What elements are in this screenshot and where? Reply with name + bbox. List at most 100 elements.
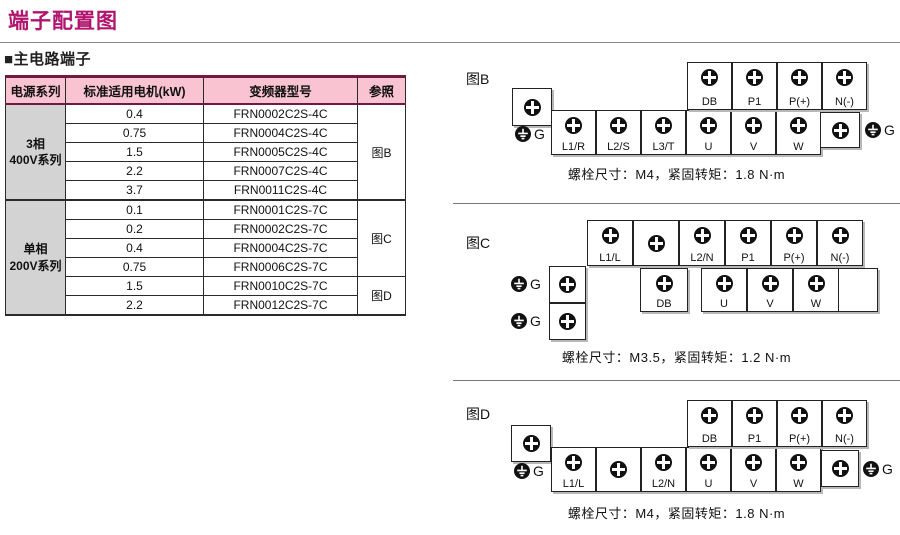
- bolt-spec-note: 螺栓尺寸：M3.5，紧固转矩：1.2 N·m: [561, 350, 792, 365]
- phillips-screw-icon: [745, 117, 762, 134]
- model-cell: FRN0010C2S-7C: [203, 276, 358, 296]
- kw-cell: 0.4: [65, 238, 204, 258]
- terminal-DB: DB: [687, 62, 732, 110]
- model-cell: FRN0002C2S-7C: [203, 219, 358, 239]
- ground-label: G: [882, 461, 893, 477]
- phillips-screw-icon: [746, 69, 763, 86]
- terminal-label: L2/N: [651, 478, 676, 490]
- terminal-blank: [596, 447, 641, 492]
- diagram-label: 图B: [466, 71, 490, 87]
- phillips-screw-icon: [701, 69, 718, 86]
- kw-cell: 1.5: [65, 276, 204, 296]
- terminal-P1: P1: [725, 220, 771, 266]
- terminal-L2/N: L2/N: [641, 447, 686, 492]
- terminal-V: V: [731, 110, 776, 155]
- kw-cell: 0.4: [65, 103, 204, 124]
- ground-terminal: G: [865, 122, 895, 138]
- terminal-blank: [549, 266, 586, 303]
- diagram-label: 图C: [466, 235, 491, 251]
- phillips-screw-icon: [836, 69, 853, 86]
- phillips-screw-icon: [836, 407, 853, 424]
- terminal-label: W: [810, 298, 822, 310]
- phillips-screw-icon: [610, 117, 627, 134]
- phillips-screw-icon: [522, 435, 540, 452]
- terminal-label: DB: [656, 298, 672, 310]
- terminal-label: P(+): [783, 252, 805, 264]
- section-title: ■主电路端子: [4, 51, 92, 68]
- ground-terminal: G: [514, 463, 544, 479]
- phillips-screw-icon: [746, 407, 763, 424]
- terminal-DB: DB: [687, 400, 732, 447]
- ground-terminal: G: [515, 126, 545, 142]
- terminal-label: P(+): [788, 433, 811, 445]
- terminal-label: L1/R: [561, 141, 586, 153]
- terminal-label: U: [704, 478, 713, 490]
- terminal-label: W: [793, 478, 804, 490]
- ground-terminal: G: [511, 313, 541, 329]
- terminal-blank: [549, 303, 586, 340]
- earth-ground-icon: [865, 122, 881, 138]
- phillips-screw-icon: [610, 461, 627, 478]
- terminal-U: U: [686, 447, 731, 492]
- terminal-DB: DB: [640, 268, 688, 312]
- terminal-L1/R: L1/R: [551, 110, 596, 155]
- kw-cell: 1.5: [65, 142, 204, 162]
- ground-label: G: [534, 126, 545, 142]
- terminal-label: N(-): [830, 252, 850, 264]
- phillips-screw-icon: [700, 454, 717, 471]
- phillips-screw-icon: [831, 121, 849, 139]
- terminal-L1/L: L1/L: [587, 220, 633, 266]
- terminal-P(+): P(+): [777, 400, 822, 447]
- diagram-label: 图D: [466, 406, 491, 422]
- terminal-V: V: [747, 268, 793, 312]
- terminal-L2/N: L2/N: [679, 220, 725, 266]
- series-cell: 单相 200V系列: [5, 199, 66, 316]
- terminal-label: U: [704, 141, 713, 153]
- phillips-screw-icon: [655, 117, 672, 134]
- terminal-P1: P1: [732, 400, 777, 447]
- earth-ground-icon: [511, 276, 527, 292]
- model-cell: FRN0007C2S-4C: [203, 161, 358, 181]
- page-title: 端子配置图: [8, 10, 118, 33]
- terminal-blank: [511, 425, 551, 462]
- kw-cell: 0.1: [65, 199, 204, 220]
- terminal-label: N(-): [835, 433, 854, 445]
- col-header-power-series: 电源系列: [5, 75, 66, 105]
- earth-ground-icon: [511, 313, 527, 329]
- terminal-label: L1/L: [562, 478, 585, 490]
- table-header-row: 电源系列 标准适用电机(kW) 变频器型号 参照: [5, 75, 406, 105]
- ground-label: G: [530, 276, 541, 292]
- terminal-blank: [633, 220, 679, 266]
- model-cell: FRN0006C2S-7C: [203, 257, 358, 277]
- model-cell: FRN0001C2S-7C: [203, 199, 358, 220]
- model-cell: FRN0002C2S-4C: [203, 103, 358, 124]
- terminal-label: DB: [701, 433, 718, 445]
- ground-terminal: G: [511, 276, 541, 292]
- kw-cell: 0.2: [65, 219, 204, 239]
- terminal-label: P1: [741, 252, 755, 264]
- terminal-P(+): P(+): [777, 62, 822, 110]
- terminal-label: L1/L: [599, 252, 621, 264]
- terminal-label: V: [766, 298, 774, 310]
- kw-cell: 2.2: [65, 295, 204, 316]
- terminal-blank: [512, 88, 552, 126]
- terminal-P(+): P(+): [771, 220, 817, 266]
- phillips-screw-icon: [647, 234, 665, 252]
- terminal-label: V: [749, 141, 758, 153]
